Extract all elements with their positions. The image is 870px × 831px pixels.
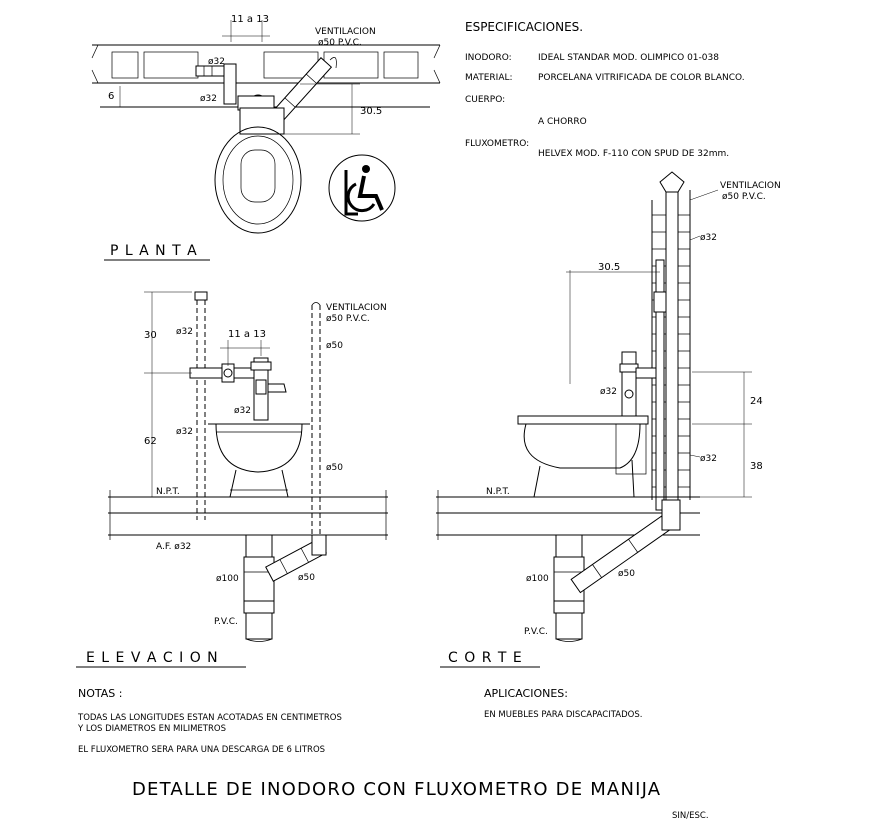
notes-heading: NOTAS :	[78, 687, 122, 700]
elevation-view: VENTILACION ø50 P.V.C. ø50 ø50 ø32 ø32 ø…	[76, 291, 388, 668]
dim-11-13-elev: 11 a 13	[228, 329, 266, 340]
plan-view: 11 a 13 VENTILACION ø50 P.V.C. ø32 ø32 6…	[91, 14, 441, 261]
scale-label: SIN/ESC.	[672, 811, 709, 821]
ventilation-label-plan: VENTILACION	[315, 27, 376, 37]
section-view-title: C O R T E	[448, 650, 523, 666]
npt-label-section: N.P.T.	[486, 487, 510, 497]
wheelchair-symbol-icon	[328, 154, 396, 222]
dim-6-plan: 6	[108, 91, 114, 102]
applications-heading: APLICACIONES:	[484, 687, 568, 700]
drawing-title: DETALLE DE INODORO CON FLUXOMETRO DE MAN…	[132, 779, 661, 800]
section-view: VENTILACION ø50 P.V.C. ø32 ø32 ø32 30.5 …	[436, 171, 781, 668]
spec-value-material: PORCELANA VITRIFICADA DE COLOR BLANCO.	[538, 73, 745, 83]
d32-label-section-b: ø32	[600, 387, 617, 397]
d32-label-elev-b: ø32	[176, 427, 193, 437]
spec-value-inodoro: IDEAL STANDAR MOD. OLIMPICO 01-038	[538, 53, 719, 63]
note-line-1: TODAS LAS LONGITUDES ESTAN ACOTADAS EN C…	[77, 713, 342, 723]
pvc-label-elev: P.V.C.	[214, 617, 238, 627]
spec-label-cuerpo: CUERPO:	[465, 95, 505, 105]
npt-label-elev: N.P.T.	[156, 487, 180, 497]
note-line-2: Y LOS DIAMETROS EN MILIMETROS	[77, 724, 226, 734]
ventilation-diameter-elev: ø50 P.V.C.	[326, 314, 370, 324]
d50-label-elev-b: ø50	[326, 463, 343, 473]
dim-24-section: 24	[750, 396, 763, 407]
d32-label-section-c: ø32	[700, 454, 717, 464]
dim-62-elev: 62	[144, 436, 157, 447]
spec-label-fluxometro: FLUXOMETRO:	[465, 139, 529, 149]
specifications-block: ESPECIFICACIONES. INODORO: IDEAL STANDAR…	[465, 20, 745, 159]
dim-30-elev: 30	[144, 330, 157, 341]
d32-label-elev-a: ø32	[176, 327, 193, 337]
d50-label-section: ø50	[618, 569, 635, 579]
elevation-view-title: E L E V A C I O N	[86, 650, 219, 666]
dim-38-section: 38	[750, 461, 763, 472]
d32-label-elev-c: ø32	[234, 406, 251, 416]
spec-value-fluxometro: HELVEX MOD. F-110 CON SPUD DE 32mm.	[538, 149, 729, 159]
applications-block: APLICACIONES: EN MUEBLES PARA DISCAPACIT…	[484, 687, 642, 720]
specs-heading: ESPECIFICACIONES.	[465, 20, 583, 34]
d50-label-elev-a: ø50	[326, 341, 343, 351]
d100-label-elev: ø100	[216, 574, 239, 584]
dim-11-13-plan: 11 a 13	[231, 14, 269, 25]
d32-label-plan-b: ø32	[200, 94, 217, 104]
pvc-label-section: P.V.C.	[524, 627, 548, 637]
notes-block: NOTAS : TODAS LAS LONGITUDES ESTAN ACOTA…	[77, 687, 342, 755]
af32-label: A.F. ø32	[156, 542, 191, 552]
spec-label-material: MATERIAL:	[465, 73, 513, 83]
dim-30-5-section: 30.5	[598, 262, 620, 273]
spec-value-cuerpo: A CHORRO	[538, 117, 587, 127]
applications-text: EN MUEBLES PARA DISCAPACITADOS.	[484, 710, 642, 720]
plan-view-title: P L A N T A	[110, 243, 198, 259]
d32-label-section-a: ø32	[700, 233, 717, 243]
ventilation-label-elev: VENTILACION	[326, 303, 387, 313]
d100-label-section: ø100	[526, 574, 549, 584]
spec-label-inodoro: INODORO:	[465, 53, 512, 63]
ventilation-label-section: VENTILACION	[720, 181, 781, 191]
d50-label-elev-c: ø50	[298, 573, 315, 583]
ventilation-diameter-section: ø50 P.V.C.	[722, 192, 766, 202]
dim-30-5-plan: 30.5	[360, 106, 382, 117]
d32-label-plan-a: ø32	[208, 57, 225, 67]
ventilation-diameter-plan: ø50 P.V.C.	[318, 38, 362, 48]
note-line-3: EL FLUXOMETRO SERA PARA UNA DESCARGA DE …	[78, 745, 325, 755]
